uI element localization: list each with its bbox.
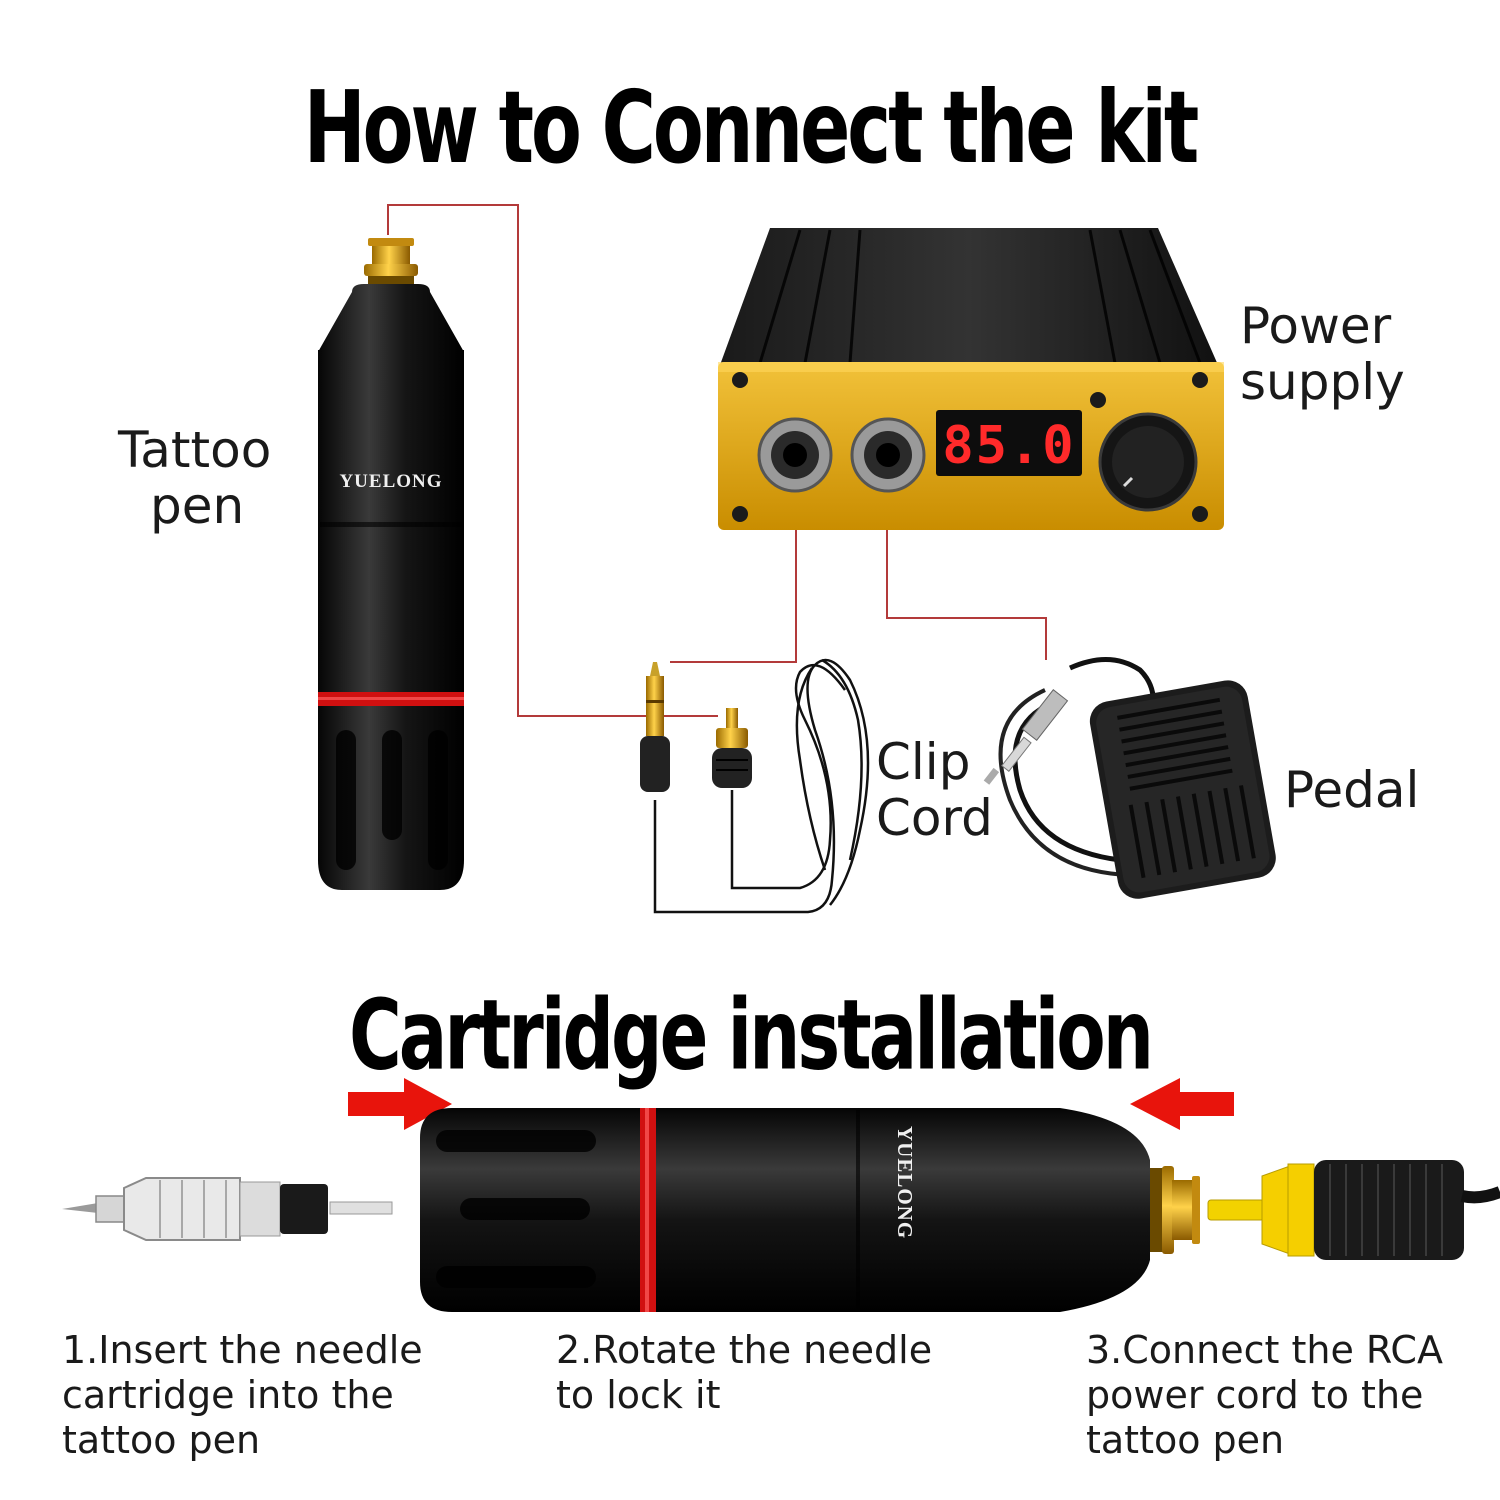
label-power-supply-line1: Power bbox=[1240, 297, 1392, 355]
label-tattoo-pen: Tattoo pen bbox=[118, 422, 271, 534]
step-3-line3: tattoo pen bbox=[1086, 1418, 1285, 1462]
pen-brand-horizontal: YUELONG bbox=[893, 1126, 917, 1239]
label-power-supply-line2: supply bbox=[1240, 353, 1405, 411]
step-2: 2.Rotate the needle to lock it bbox=[556, 1328, 932, 1418]
power-supply-jack-right bbox=[850, 417, 926, 493]
pen-to-clipcord-line bbox=[387, 204, 718, 717]
led-display bbox=[936, 410, 1082, 476]
label-clip-cord-line1: Clip bbox=[876, 733, 971, 791]
tattoo-pen-horizontal: YUELONG bbox=[420, 1108, 1200, 1312]
title-cartridge-installation: Cartridge installation bbox=[348, 978, 1154, 1092]
power-supply: 85.0 bbox=[718, 228, 1224, 530]
foot-pedal bbox=[983, 657, 1276, 899]
step-1-line1: 1.Insert the needle bbox=[62, 1328, 423, 1372]
step-1-line3: tattoo pen bbox=[62, 1418, 261, 1462]
label-tattoo-pen-line1: Tattoo bbox=[118, 421, 272, 479]
rca-power-cord bbox=[1207, 1160, 1500, 1260]
label-clip-cord: Clip Cord bbox=[876, 734, 993, 846]
rca-plug bbox=[712, 708, 752, 788]
step-3-line2: power cord to the bbox=[1086, 1373, 1424, 1417]
powersupply-to-pedal-line bbox=[886, 478, 1047, 660]
title-connect-kit: How to Connect the kit bbox=[303, 70, 1200, 187]
connection-lines bbox=[387, 204, 1047, 717]
step-2-line1: 2.Rotate the needle bbox=[556, 1328, 933, 1372]
tattoo-pen-vertical: YUELONG bbox=[318, 238, 464, 890]
clip-cord bbox=[640, 658, 870, 914]
quarter-inch-plug bbox=[640, 662, 670, 792]
arrow-right bbox=[348, 1078, 452, 1130]
pen-brand-vertical: YUELONG bbox=[339, 471, 442, 492]
power-supply-jack-left bbox=[757, 417, 833, 493]
label-power-supply: Power supply bbox=[1240, 298, 1405, 410]
step-1-line2: cartridge into the bbox=[62, 1373, 394, 1417]
led-display-reading: 85.0 bbox=[942, 416, 1075, 476]
label-clip-cord-line2: Cord bbox=[876, 789, 993, 847]
arrow-left bbox=[1130, 1078, 1234, 1130]
step-3: 3.Connect the RCA power cord to the tatt… bbox=[1086, 1328, 1443, 1463]
step-1: 1.Insert the needle cartridge into the t… bbox=[62, 1328, 423, 1463]
voltage-knob bbox=[1098, 412, 1198, 512]
label-tattoo-pen-line2: pen bbox=[150, 477, 245, 535]
step-2-line2: to lock it bbox=[556, 1373, 721, 1417]
step-3-line1: 3.Connect the RCA bbox=[1086, 1328, 1443, 1372]
needle-cartridge bbox=[62, 1177, 393, 1241]
powersupply-to-clipcord-line bbox=[670, 478, 797, 663]
label-pedal: Pedal bbox=[1284, 761, 1420, 819]
